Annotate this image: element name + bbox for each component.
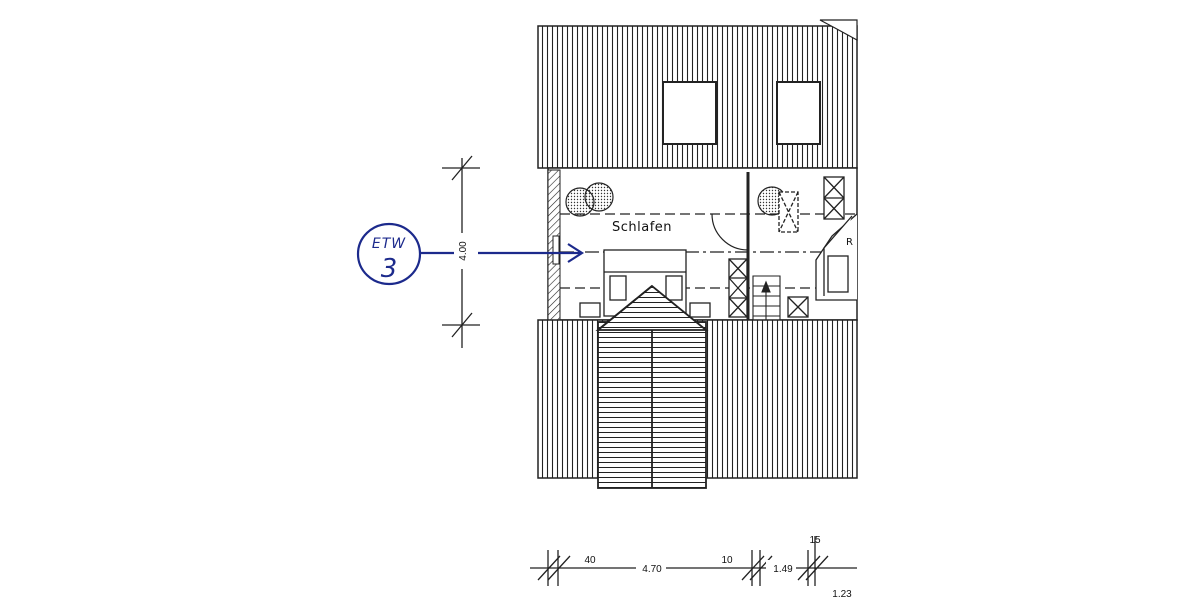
dimension-d2: 4.70 [642, 564, 662, 575]
dimension-d4: 1.49 [773, 564, 793, 575]
dimension-d6: 1.23 [832, 589, 852, 600]
dormer-window-left [662, 81, 717, 145]
right-structure [815, 213, 858, 301]
dimension-d3: 10 [721, 555, 733, 566]
bottom-dimension-chain [530, 536, 857, 586]
dimension-d1: 40 [584, 555, 596, 566]
marker-label-line1: ETW [372, 236, 406, 252]
dormer-window-right [776, 81, 821, 145]
room-label-partial: R [846, 237, 853, 248]
front-gable [595, 284, 709, 489]
room-label: Schlafen [612, 220, 672, 235]
dimension-vertical: 4.00 [458, 241, 469, 261]
dimension-d5: 15 [809, 535, 821, 546]
marker-label-line2: 3 [381, 254, 398, 284]
cabinet-crossed [728, 176, 845, 318]
etw-marker [356, 222, 585, 286]
